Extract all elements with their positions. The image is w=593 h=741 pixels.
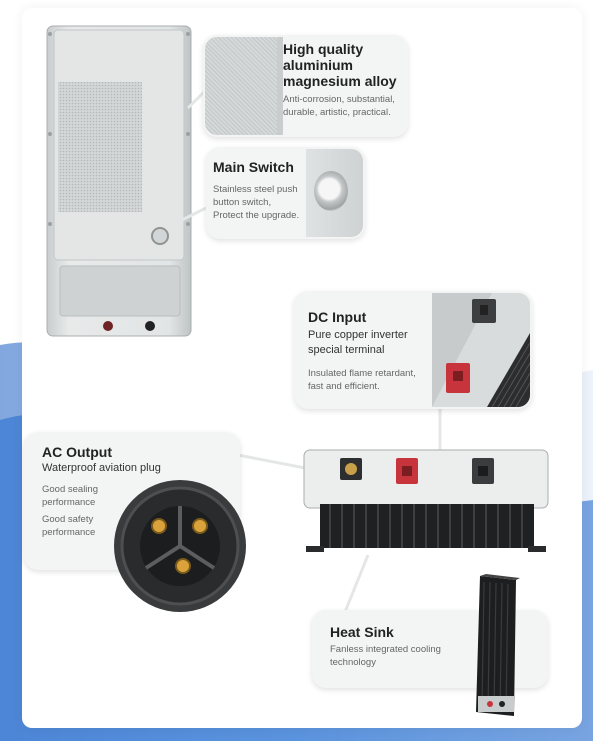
ac-output-title: AC Output	[42, 444, 112, 460]
inverter-bottom-image	[302, 446, 550, 556]
alloy-texture-image	[205, 37, 277, 135]
heat-sink-title: Heat Sink	[330, 624, 394, 640]
push-switch-image	[306, 149, 363, 237]
alloy-strip	[277, 37, 283, 135]
dc-terminal-image	[432, 293, 530, 407]
aviation-plug-image	[104, 478, 258, 616]
dc-input-desc: Insulated flame retardant,fast and effic…	[308, 368, 416, 392]
main-switch-title: Main Switch	[213, 159, 294, 175]
alloy-desc: Anti-corrosion, substantial,durable, art…	[283, 94, 395, 118]
dc-input-title: DC Input	[308, 309, 367, 325]
ac-output-subtitle: Waterproof aviation plug	[42, 462, 161, 474]
heat-sink-image	[462, 572, 528, 722]
inverter-front-image	[44, 24, 194, 340]
